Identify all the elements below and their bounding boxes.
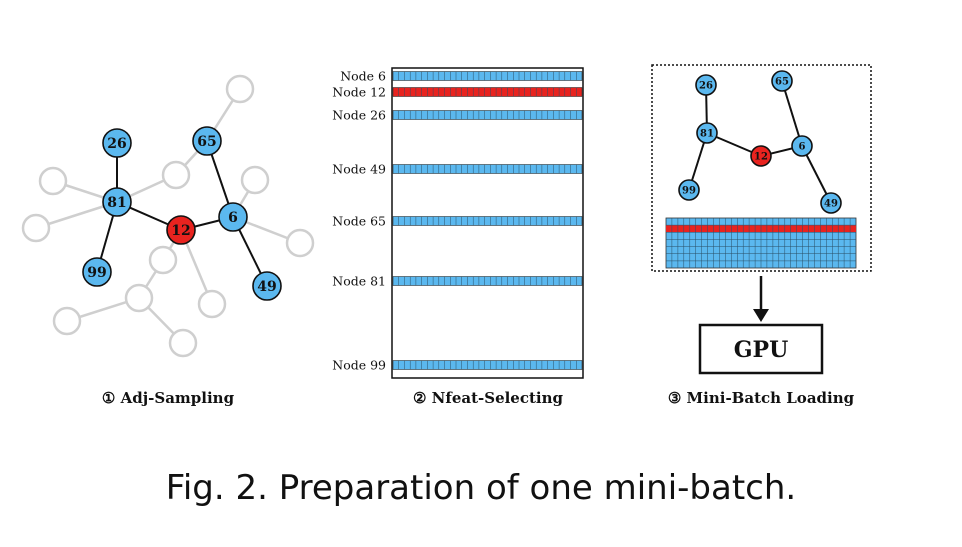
feature-row: Node 12: [332, 85, 583, 100]
node-circle: [166, 215, 196, 245]
unsampled-node: [161, 160, 191, 190]
node-label: 65: [775, 77, 789, 88]
feature-row: Node 26: [332, 108, 583, 123]
node-circle: [820, 192, 842, 214]
feature-cells: [398, 164, 577, 174]
node-label: 49: [824, 199, 838, 210]
node-label: 12: [754, 152, 768, 163]
load-arrow-head: [753, 309, 769, 322]
unsampled-node: [240, 165, 270, 195]
gpu-label: GPU: [734, 337, 789, 363]
feature-row: Node 49: [332, 162, 583, 177]
graph-node-99: 99: [82, 257, 112, 287]
feature-vector-bar: [392, 71, 583, 81]
feature-cells: [398, 71, 577, 81]
node-circle: [750, 145, 772, 167]
unsampled-node: [38, 166, 68, 196]
feature-cells: [398, 110, 577, 120]
node-label: 49: [257, 279, 276, 295]
mini-batch-box: [651, 64, 872, 272]
feature-row-label: Node 26: [332, 108, 386, 123]
feature-row: Node 6: [340, 69, 583, 84]
node-label: 65: [197, 134, 216, 150]
node-label: 6: [228, 210, 238, 226]
graph-node-81: 81: [696, 122, 718, 144]
mini-batch-feature-grid: [666, 218, 856, 268]
unsampled-node: [124, 283, 154, 313]
node-label: 26: [107, 136, 126, 152]
node-label: 12: [171, 223, 190, 239]
unsampled-node: [225, 74, 255, 104]
graph-node-12: 12: [750, 145, 772, 167]
unsampled-node: [21, 213, 51, 243]
unsampled-node: [285, 228, 315, 258]
feature-row-label: Node 49: [332, 162, 386, 177]
feature-row: Node 65: [332, 214, 583, 229]
node-circle: [791, 135, 813, 157]
feature-vector-bar: [392, 110, 583, 120]
unsampled-node: [168, 328, 198, 358]
graph-node-99: 99: [678, 179, 700, 201]
feature-vector-bar: [392, 360, 583, 370]
unsampled-node: [148, 245, 178, 275]
graph-node-65: 65: [192, 126, 222, 156]
graph-node-26: 26: [695, 74, 717, 96]
graph-node-49: 49: [820, 192, 842, 214]
node-circle: [102, 128, 132, 158]
graph-node-26: 26: [102, 128, 132, 158]
feature-row-label: Node 12: [332, 85, 386, 100]
figure-caption: Fig. 2. Preparation of one mini-batch.: [165, 468, 797, 508]
feature-row-label: Node 81: [332, 274, 386, 289]
feature-row: Node 81: [332, 274, 583, 289]
node-circle: [252, 271, 282, 301]
feature-cells: [398, 216, 577, 226]
unsampled-nodes: [21, 74, 315, 358]
node-circle: [695, 74, 717, 96]
node-label: 26: [699, 81, 713, 92]
panel-label-nfeat-selecting: ② Nfeat-Selecting: [413, 389, 564, 407]
gpu-box: [698, 323, 824, 375]
feature-vector-bar: [392, 216, 583, 226]
feature-vector-bar: [392, 276, 583, 286]
sampled-edge: [781, 80, 803, 147]
unsampled-node: [52, 306, 82, 336]
feature-vector-bar: [392, 87, 583, 97]
node-label: 81: [107, 195, 126, 211]
node-label: 6: [799, 142, 806, 153]
graph-node-65: 65: [771, 70, 793, 92]
graph-node-81: 81: [102, 187, 132, 217]
node-circle: [218, 202, 248, 232]
node-label: 99: [682, 186, 696, 197]
node-label: 99: [87, 265, 106, 281]
unsampled-edges: [35, 88, 301, 344]
graph-node-49: 49: [252, 271, 282, 301]
feature-cells: [398, 87, 577, 97]
node-circle: [771, 70, 793, 92]
feature-cells: [398, 276, 577, 286]
graph-node-6: 6: [218, 202, 248, 232]
feature-row-label: Node 65: [332, 214, 386, 229]
graph-node-6: 6: [791, 135, 813, 157]
node-circle: [696, 122, 718, 144]
graph-node-12: 12: [166, 215, 196, 245]
adj-sampling-panel: 26 65 81 12 6 99 49 ① Adj-Sampling: [21, 74, 315, 407]
panel-label-adj-sampling: ① Adj-Sampling: [102, 389, 235, 407]
node-circle: [102, 187, 132, 217]
node-circle: [192, 126, 222, 156]
node-circle: [678, 179, 700, 201]
node-circle: [82, 257, 112, 287]
feature-cells: [398, 360, 577, 370]
panel-label-mini-batch-loading: ③ Mini-Batch Loading: [668, 389, 855, 407]
node-label: 81: [700, 129, 714, 140]
feature-row-label: Node 99: [332, 358, 386, 373]
feature-row-label: Node 6: [340, 69, 386, 84]
unsampled-node: [197, 289, 227, 319]
feature-vector-bar: [392, 164, 583, 174]
feature-row: Node 99: [332, 358, 583, 373]
